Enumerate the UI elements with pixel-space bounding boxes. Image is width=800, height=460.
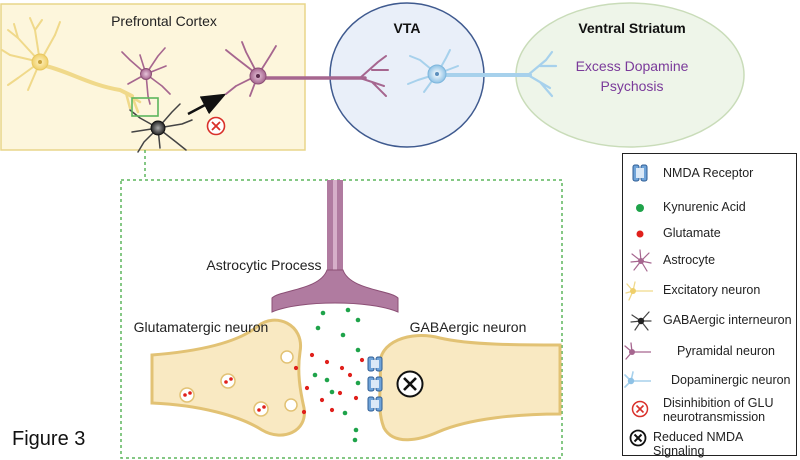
- glutamate-particles: [293, 352, 365, 415]
- astrocyte-pfc: [121, 47, 171, 105]
- activation-arrow: [187, 93, 227, 116]
- prefrontal-cortex-label: Prefrontal Cortex: [111, 13, 217, 29]
- legend-label: Reduced NMDA Signaling: [653, 430, 743, 458]
- red-x-circle-icon: [631, 400, 649, 418]
- gabaergic-neuron-label: GABAergic neuron: [410, 319, 527, 335]
- astrocytic-process-label: Astrocytic Process: [206, 257, 321, 273]
- legend-item-disinhibition: Disinhibition of GLU neurotransmission: [623, 395, 795, 429]
- red-dot: [636, 230, 644, 238]
- legend-label: Kynurenic Acid: [663, 200, 746, 214]
- pyramidal-neuron-icon: [624, 342, 651, 360]
- legend-item-reduced-nmda: Reduced NMDA Signaling: [623, 426, 795, 458]
- dopaminergic-neuron-icon: [624, 371, 651, 388]
- gabaergic-interneuron: [129, 103, 193, 153]
- legend-item-gabaergic-interneuron: GABAergic interneuron: [623, 309, 795, 333]
- legend-label-line1: Disinhibition of GLU: [663, 396, 774, 410]
- vta-label: VTA: [394, 20, 421, 36]
- legend-item-dopaminergic-neuron: Dopaminergic neuron: [623, 369, 795, 393]
- legend-item-excitatory-neuron: Excitatory neuron: [623, 279, 795, 303]
- legend-label: Astrocyte: [663, 253, 716, 267]
- legend-item-kynurenic-acid: Kynurenic Acid: [623, 196, 795, 220]
- legend-label: NMDA Receptor: [663, 166, 754, 180]
- ventral-striatum-label: Ventral Striatum: [578, 20, 685, 36]
- glutamatergic-neuron-label: Glutamatergic neuron: [134, 319, 269, 335]
- psychosis-label: Psychosis: [600, 78, 663, 94]
- legend-label: Pyramidal neuron: [677, 344, 775, 358]
- legend-item-pyramidal-neuron: Pyramidal neuron: [623, 340, 795, 364]
- astrocyte-icon: [630, 249, 652, 272]
- legend-label: Glutamate: [663, 226, 721, 240]
- black-x-circle-icon: [629, 429, 647, 447]
- astrocytic-process: [271, 180, 399, 313]
- disinhibition-x-icon: [206, 116, 226, 136]
- green-dot: [636, 204, 644, 212]
- gabaergic-interneuron-icon: [630, 311, 652, 331]
- legend-label: GABAergic interneuron: [663, 313, 792, 327]
- figure-label: Figure 3: [12, 428, 86, 450]
- legend-item-astrocyte: Astrocyte: [623, 249, 795, 273]
- legend-item-glutamate: Glutamate: [623, 222, 795, 246]
- synapse-inset-box: [120, 179, 563, 459]
- excess-dopamine-label: Excess Dopamine: [576, 58, 689, 74]
- nmda-receptor-icon: [632, 164, 648, 182]
- nmda-receptors: [367, 356, 383, 412]
- inset-marker-box: [131, 97, 159, 117]
- legend-item-nmda: NMDA Receptor: [623, 162, 795, 186]
- dopaminergic-neuron: [407, 49, 558, 98]
- excitatory-neuron: [1, 17, 142, 114]
- legend-label: Excitatory neuron: [663, 283, 761, 297]
- excitatory-neuron-icon: [625, 281, 653, 301]
- vesicle-glutamate: [183, 377, 266, 412]
- pyramidal-neuron: [225, 41, 389, 97]
- legend-label-line2: neurotransmission: [663, 410, 766, 424]
- legend-label: Dopaminergic neuron: [671, 373, 791, 387]
- kynurenic-acid-particles: [312, 307, 361, 443]
- reduced-nmda-signaling-icon: [396, 370, 424, 398]
- legend: NMDA Receptor Kynurenic Acid Glutamate A…: [622, 153, 797, 458]
